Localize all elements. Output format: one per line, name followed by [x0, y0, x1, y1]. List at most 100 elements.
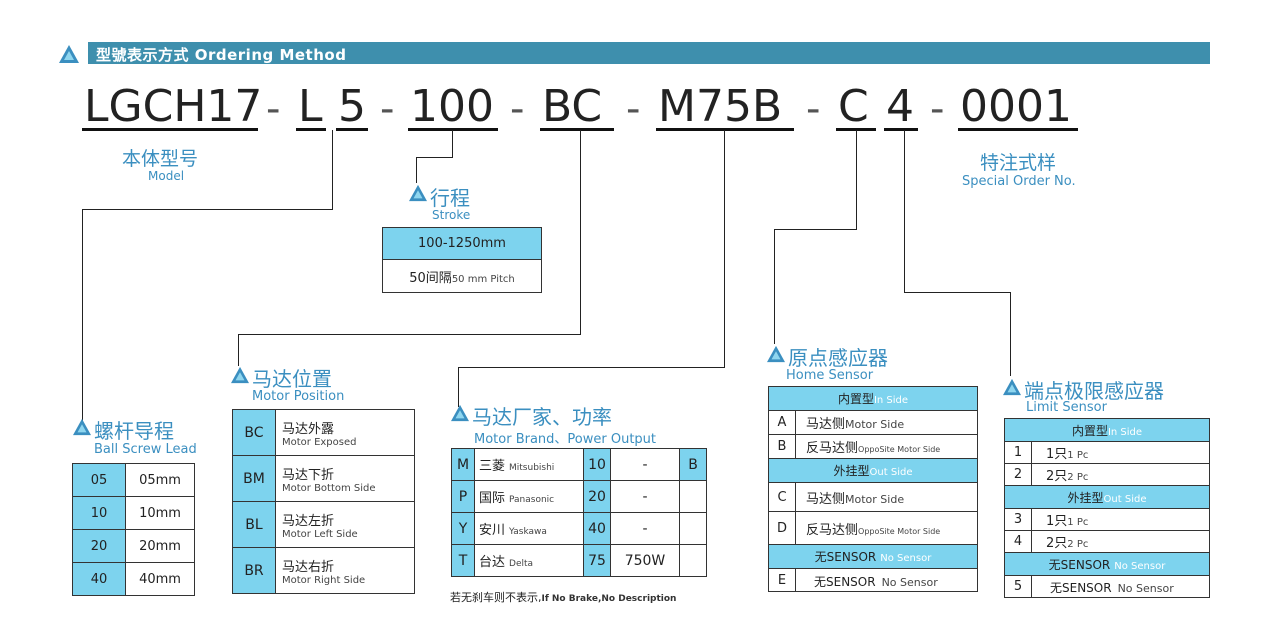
- stroke-table: 100-1250mm 50间隔50 mm Pitch: [382, 227, 542, 293]
- lead-label-cn: 螺杆导程: [94, 419, 174, 443]
- motor-brand-code: P: [451, 480, 475, 513]
- underline-lead-letter: [296, 128, 326, 131]
- underline-home-sensor: [836, 128, 876, 131]
- motor-brand-cn: 台达: [479, 555, 506, 570]
- motor-brand-en: Yaskawa: [509, 527, 547, 537]
- brake-note-cn: 若无刹车则不表示,: [450, 591, 542, 604]
- connector-line: [82, 209, 333, 210]
- lead-code: 20: [72, 529, 126, 563]
- connector-line: [238, 334, 239, 366]
- motor-power-code: 40: [583, 512, 611, 545]
- connector-line: [1010, 292, 1011, 376]
- brake-cell: [679, 480, 707, 513]
- connector-line: [452, 130, 453, 158]
- motor-brand-en: Panasonic: [509, 495, 555, 505]
- home-sensor-code: E: [768, 568, 796, 592]
- motor-power-value: 750W: [610, 544, 680, 577]
- underline-stroke: [408, 128, 498, 131]
- motor-power-code: 10: [583, 448, 611, 481]
- connector-line: [580, 130, 581, 335]
- motor-position-label-cn: 马达位置: [252, 367, 332, 391]
- motor-power-code: 20: [583, 480, 611, 513]
- stroke-range: 100-1250mm: [382, 227, 542, 260]
- connector-line: [416, 157, 453, 158]
- limit-sensor-code: 5: [1004, 575, 1032, 598]
- underline-motor-position: [540, 128, 614, 131]
- limit-outside-header: 外挂型Out Side: [1004, 485, 1210, 509]
- underline-motor-brand: [656, 128, 794, 131]
- stroke-label-en: Stroke: [432, 208, 471, 222]
- brake-cell: [679, 512, 707, 545]
- motor-position-code: BC: [232, 409, 276, 456]
- code-separator: -: [930, 86, 945, 132]
- motor-position-cn: 马达右折: [282, 559, 335, 575]
- connector-line: [458, 367, 459, 407]
- motor-position-en: Motor Right Side: [282, 574, 366, 586]
- connector-line: [238, 334, 581, 335]
- code-separator: -: [626, 86, 641, 132]
- connector-line: [416, 157, 417, 183]
- home-sensor-code: A: [768, 410, 796, 435]
- motor-brand-label-cn: 马达厂家、功率: [472, 405, 612, 429]
- lead-value: 40mm: [125, 562, 195, 596]
- triangle-icon: [59, 45, 79, 63]
- limit-inside-header: 内置型In Side: [1004, 418, 1210, 442]
- motor-brand-label-en: Motor Brand、Power Output: [474, 432, 657, 447]
- connector-line: [458, 367, 725, 368]
- motor-position-code: BR: [232, 547, 276, 594]
- triangle-icon: [451, 404, 469, 422]
- lead-code: 40: [72, 562, 126, 596]
- home-sensor-code: B: [768, 434, 796, 459]
- home-sensor-label-en: Home Sensor: [786, 368, 874, 383]
- home-sensor-label-cn: 原点感应器: [788, 346, 888, 370]
- code-separator: -: [266, 86, 281, 132]
- motor-position-en: Motor Exposed: [282, 436, 357, 448]
- code-separator: -: [510, 86, 525, 132]
- motor-brand-cn: 安川: [479, 523, 506, 538]
- motor-position-cn: 马达外露: [282, 421, 335, 437]
- code-motor-position: BC: [542, 81, 603, 132]
- code-model: LGCH17: [84, 81, 263, 132]
- motor-power-code: 75: [583, 544, 611, 577]
- motor-power-value: -: [610, 512, 680, 545]
- code-separator: -: [380, 86, 395, 132]
- lead-label-en: Ball Screw Lead: [94, 442, 197, 457]
- section-banner: [88, 42, 1210, 64]
- connector-line: [774, 229, 857, 230]
- limit-sensor-label-en: Limit Sensor: [1026, 400, 1107, 415]
- underline-model: [82, 128, 258, 131]
- model-label-en: Model: [148, 169, 185, 183]
- motor-position-en: Motor Bottom Side: [282, 482, 376, 494]
- stroke-pitch-en: 50 mm Pitch: [451, 273, 515, 285]
- lead-value: 10mm: [125, 496, 195, 530]
- motor-position-code: BL: [232, 501, 276, 548]
- special-label-en: Special Order No.: [962, 174, 1076, 189]
- connector-line: [82, 209, 83, 421]
- underline-special: [958, 128, 1078, 131]
- code-lead: 5: [338, 81, 366, 132]
- limit-sensor-code: 1: [1004, 441, 1032, 464]
- connector-line: [904, 130, 905, 293]
- motor-brand-cn: 国际: [479, 491, 506, 506]
- code-lead-letter: L: [298, 81, 323, 132]
- code-home-sensor: C: [838, 81, 869, 132]
- motor-brand-cn: 三菱: [479, 459, 506, 474]
